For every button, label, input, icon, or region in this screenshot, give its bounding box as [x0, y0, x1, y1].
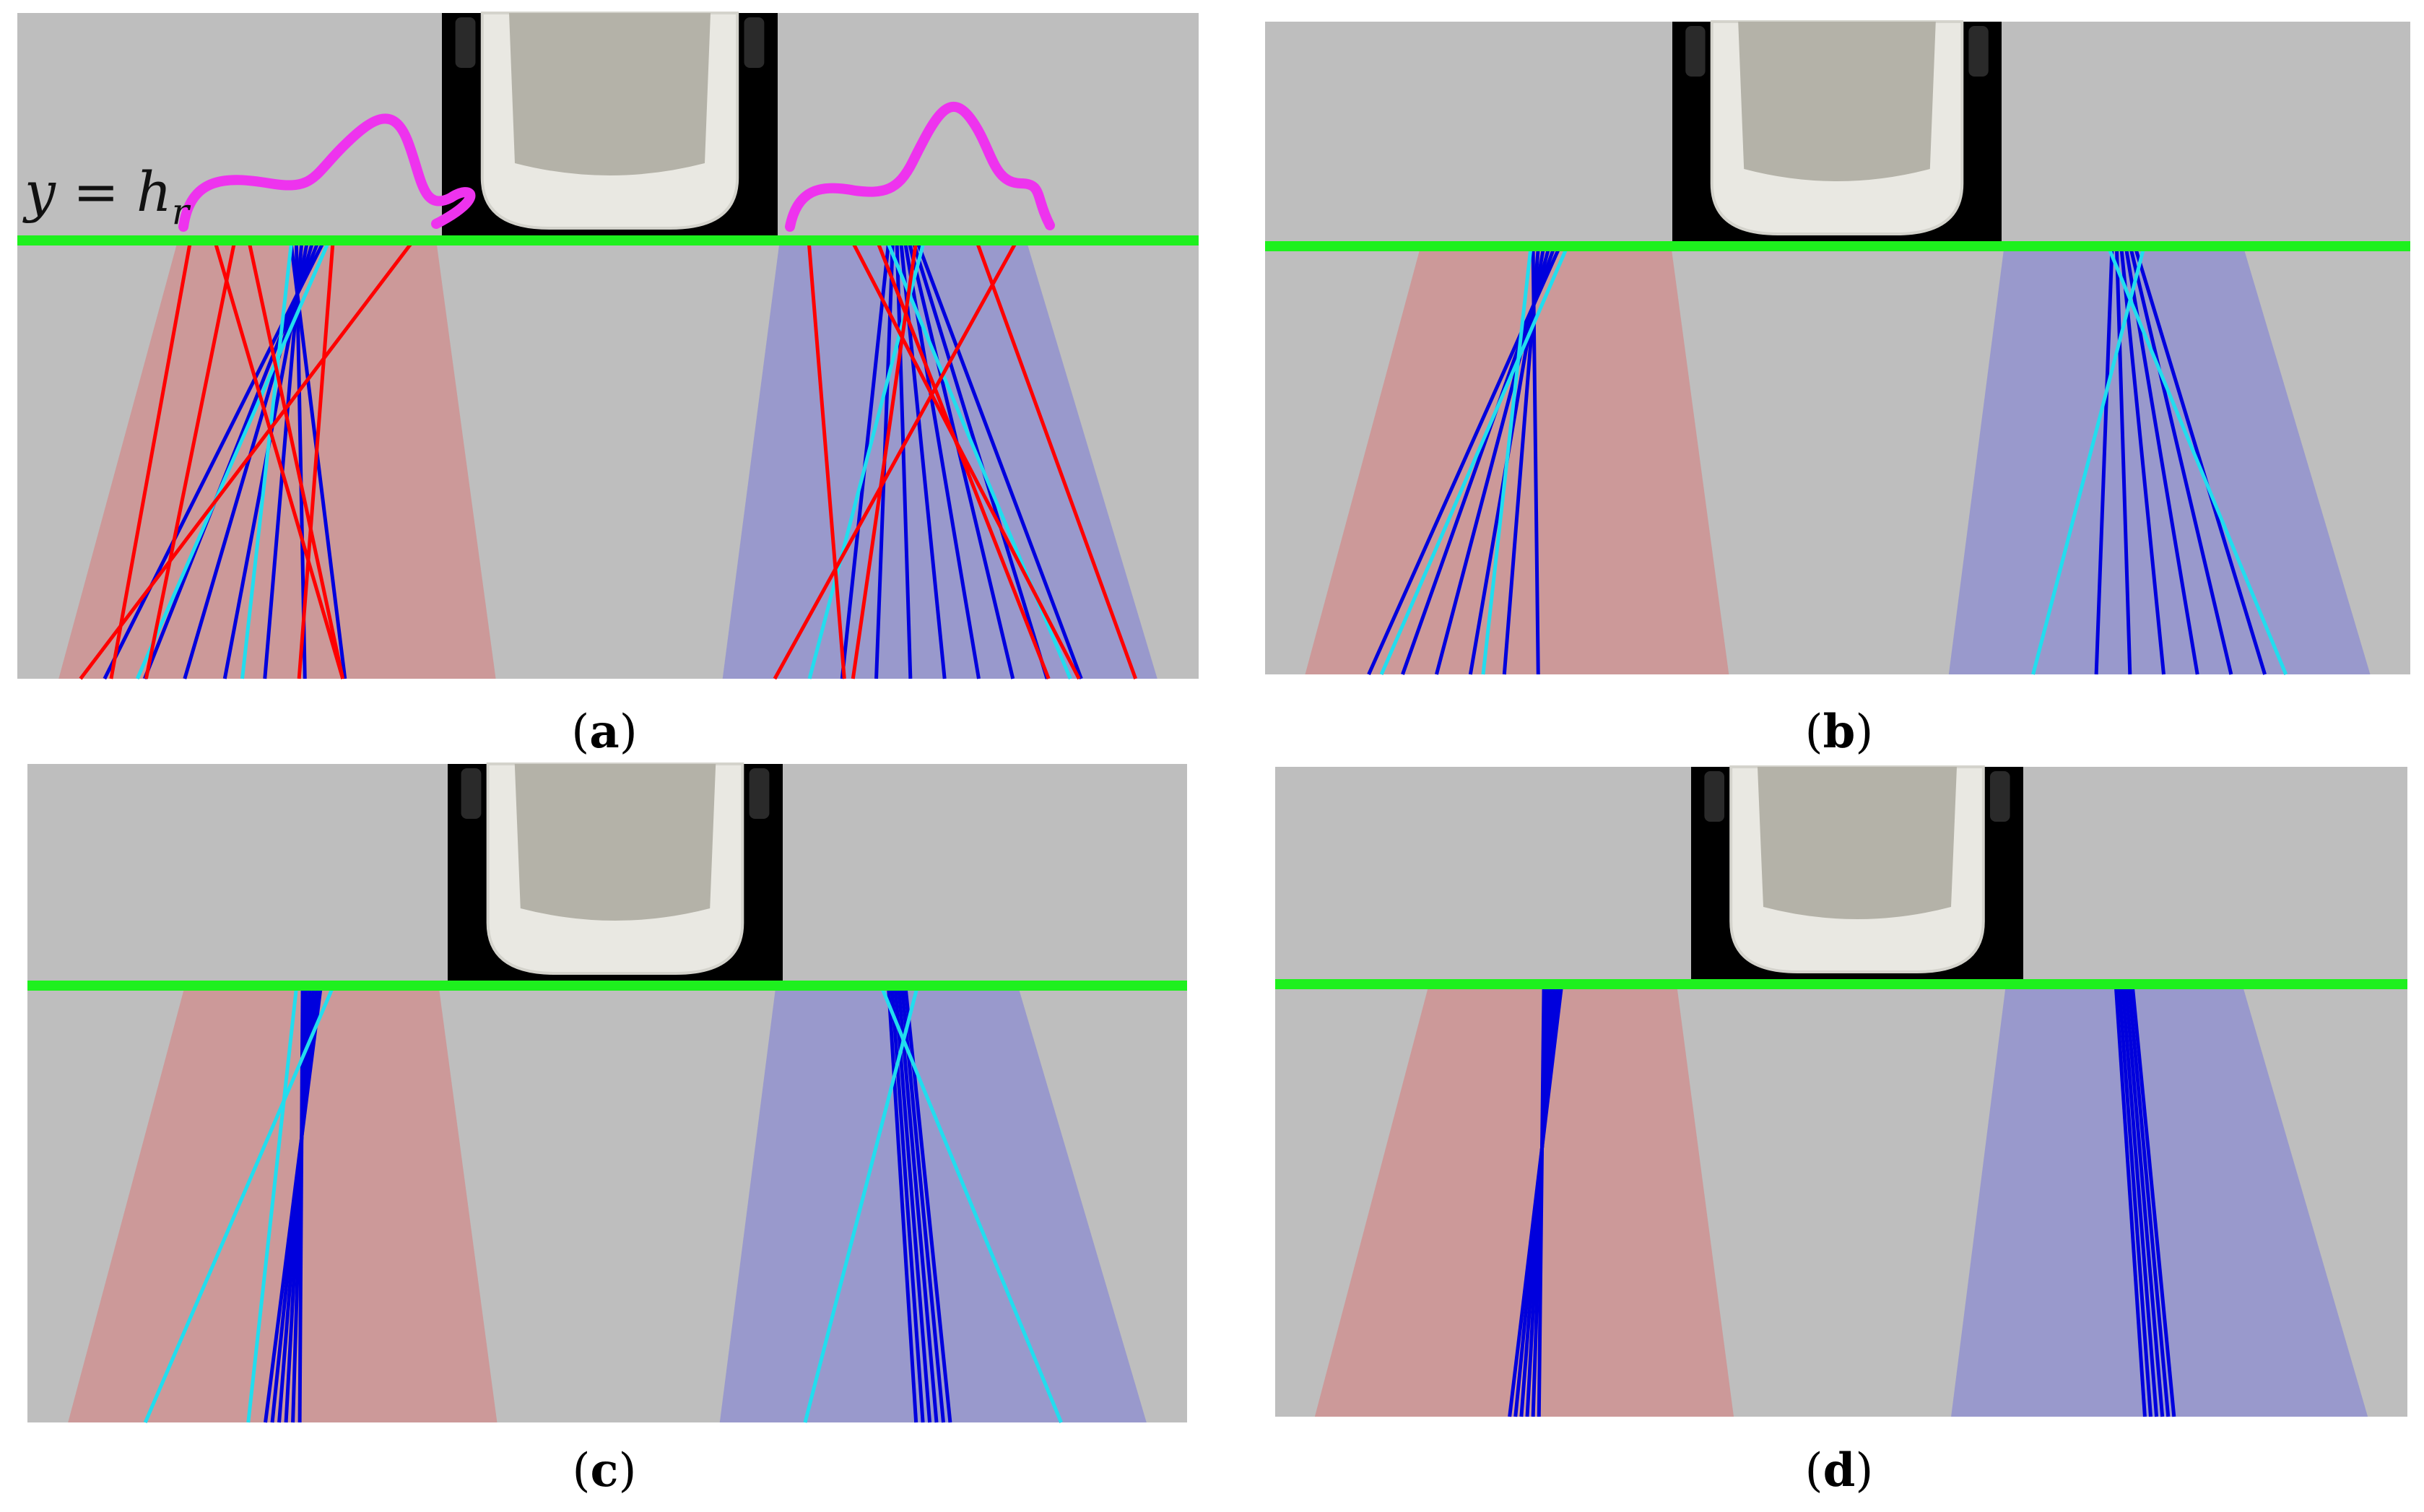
- caption-a-letter: a: [589, 705, 619, 759]
- right-blue-ray: [897, 989, 939, 1423]
- left-region: [1314, 988, 1734, 1417]
- right-blue-ray: [2134, 249, 2267, 675]
- left-cyan-ray: [1379, 249, 1568, 675]
- horizon-line: [1265, 241, 2410, 251]
- left-red-ray: [144, 243, 236, 679]
- right-blue-ray: [908, 243, 1015, 679]
- caption-c-close: ): [618, 1444, 636, 1498]
- equation-label: y = hr: [22, 160, 191, 233]
- equation-subscript: r: [172, 191, 191, 233]
- left-region: [1305, 250, 1729, 674]
- horizon-line: [17, 235, 1199, 246]
- horizon-line: [27, 981, 1187, 991]
- right-blue-ray: [916, 243, 1083, 679]
- caption-c: (c): [573, 1443, 637, 1498]
- left-cyan-ray: [240, 243, 293, 679]
- car-mirror-right: [744, 17, 765, 68]
- car-mirror-right: [1990, 771, 2010, 822]
- left-blue-ray: [1367, 248, 1560, 676]
- right-cyan-ray: [2108, 249, 2288, 675]
- right-blue-ray: [2094, 249, 2114, 675]
- right-blue-ray: [2127, 987, 2171, 1417]
- right-blue-ray: [2129, 249, 2233, 675]
- caption-c-open: (: [573, 1444, 591, 1498]
- left-red-ray: [214, 243, 345, 679]
- car-windshield: [1738, 22, 1936, 181]
- right-blue-ray: [895, 243, 913, 679]
- caption-b-open: (: [1805, 705, 1823, 759]
- panel-b: [1265, 20, 2410, 676]
- right-blue-ray: [2114, 987, 2147, 1417]
- car-windshield: [514, 764, 716, 921]
- left-blue-ray: [183, 243, 314, 679]
- car-mirror-right: [1968, 26, 1989, 77]
- caption-b-letter: b: [1823, 705, 1856, 759]
- right-blue-ray: [887, 989, 918, 1423]
- car-windshield: [1758, 767, 1957, 919]
- right-red-ray: [807, 243, 846, 679]
- caption-d-open: (: [1805, 1444, 1823, 1498]
- right-region: [1951, 988, 2368, 1417]
- car-mirror-left: [1685, 26, 1706, 77]
- left-region: [68, 989, 498, 1422]
- left-cyan-ray: [1481, 249, 1533, 675]
- right-blue-ray: [893, 989, 932, 1423]
- left-red-ray: [109, 243, 192, 679]
- left-blue-ray: [1508, 987, 1563, 1417]
- right-blue-ray: [2119, 249, 2165, 675]
- caption-c-letter: c: [591, 1443, 619, 1498]
- panel-c: [27, 762, 1187, 1423]
- panel-a: [17, 12, 1199, 680]
- car-mirror-left: [1704, 771, 1724, 822]
- left-likelihood-curve: [178, 113, 476, 232]
- right-blue-ray: [2124, 987, 2165, 1417]
- caption-a-close: ): [620, 705, 638, 759]
- right-red-ray: [773, 243, 1017, 680]
- car-mirror-left: [461, 768, 482, 819]
- left-red-ray: [79, 243, 412, 680]
- right-blue-ray: [900, 989, 945, 1423]
- right-cyan-ray: [803, 989, 918, 1423]
- right-red-ray: [976, 243, 1137, 679]
- right-region: [722, 244, 1157, 679]
- equation-main: y = h: [22, 160, 172, 224]
- right-region: [1948, 250, 2371, 674]
- right-blue-ray: [2117, 987, 2153, 1417]
- caption-d-close: ): [1855, 1444, 1873, 1498]
- car-mirror-left: [455, 17, 476, 68]
- panels-layer: [17, 12, 2410, 1423]
- horizon-line: [1275, 979, 2407, 989]
- right-red-ray: [877, 243, 1051, 679]
- caption-d-letter: d: [1823, 1443, 1856, 1498]
- car-mirror-right: [749, 768, 770, 819]
- left-cyan-ray: [143, 989, 334, 1423]
- car-windshield: [509, 13, 711, 175]
- left-cyan-ray: [135, 243, 329, 680]
- left-blue-ray: [289, 243, 347, 679]
- caption-a: (a): [571, 705, 637, 759]
- left-blue-ray: [264, 989, 323, 1423]
- right-likelihood-curve: [785, 102, 1055, 232]
- left-cyan-ray: [246, 989, 298, 1423]
- right-blue-ray: [2121, 987, 2159, 1417]
- caption-a-open: (: [571, 705, 589, 759]
- caption-b: (b): [1805, 705, 1874, 759]
- right-blue-ray: [2115, 249, 2132, 675]
- right-red-ray: [852, 243, 1081, 680]
- caption-b-close: ): [1855, 705, 1873, 759]
- left-red-ray: [248, 243, 345, 679]
- left-blue-ray: [103, 243, 324, 680]
- right-cyan-ray: [880, 989, 1063, 1423]
- caption-d: (d): [1805, 1443, 1874, 1498]
- panel-d: [1275, 765, 2407, 1417]
- right-blue-ray: [2131, 987, 2176, 1417]
- right-cyan-ray: [2031, 249, 2145, 675]
- left-red-ray: [297, 243, 335, 679]
- right-region: [719, 989, 1147, 1422]
